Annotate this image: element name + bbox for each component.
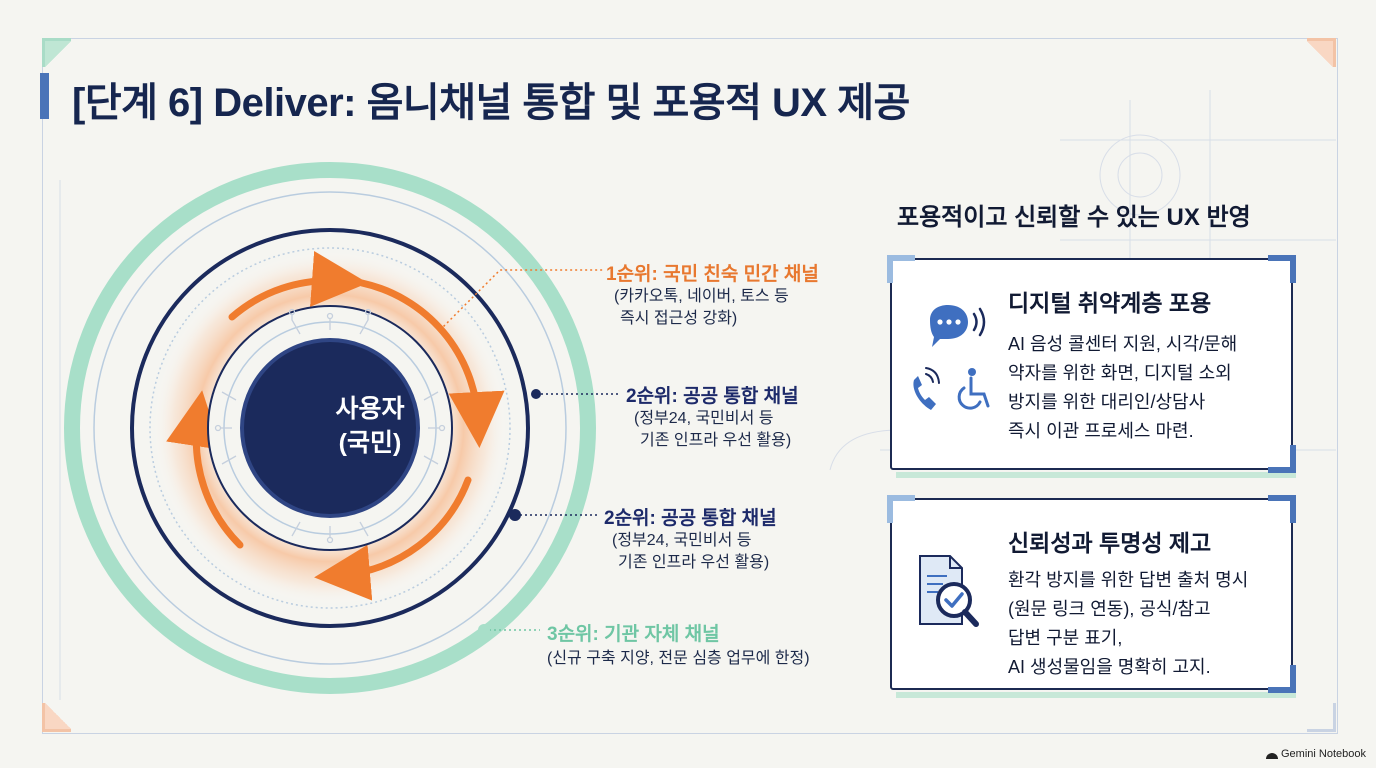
card-corner-accent xyxy=(1290,495,1296,523)
channel-label-tier1: 1순위: 국민 친숙 민간 채널 (카카오톡, 네이버, 토스 등 즉시 접근성… xyxy=(606,259,819,330)
channel-desc: (카카오톡, 네이버, 토스 등 xyxy=(614,288,789,305)
channel-label-tier2b: 2순위: 공공 통합 채널 (정부24, 국민비서 등 기존 인프라 우선 활용… xyxy=(604,503,777,574)
ring-tier3-outer xyxy=(64,162,596,694)
card-body-line: (원문 링크 연동), 공식/참고 xyxy=(1008,599,1211,619)
card-body-line: 즉시 이관 프로세스 마련. xyxy=(1008,421,1194,441)
card-corner-accent xyxy=(887,495,893,523)
card-body-line: 환각 방지를 위한 답변 출처 명시 xyxy=(1008,570,1249,590)
ring-tier3-inner-line xyxy=(93,191,567,665)
card-corner-accent xyxy=(1268,495,1296,501)
arrow-segment-right xyxy=(358,279,505,448)
chat-bubble-icon xyxy=(930,305,968,347)
card-body-line: AI 음성 콜센터 지원, 시각/문해 xyxy=(1008,334,1238,354)
card-body-line: AI 생성물임을 명확히 고지. xyxy=(1008,657,1211,677)
card-corner-accent xyxy=(1290,665,1296,693)
corner-accent-bottom-left xyxy=(42,703,71,732)
brand-watermark: Gemini Notebook xyxy=(1266,748,1366,760)
channel-title: 3순위: 기관 자체 채널 xyxy=(547,624,720,645)
arrow-segment-bottom xyxy=(314,476,472,601)
card-body: AI 음성 콜센터 지원, 시각/문해 약자를 위한 화면, 디지털 소외 방지… xyxy=(1008,330,1237,446)
card-corner-accent xyxy=(887,255,915,261)
card-corner-accent xyxy=(1268,467,1296,473)
right-panel-heading: 포용적이고 신뢰할 수 있는 UX 반영 xyxy=(897,204,1251,231)
card-corner-accent xyxy=(887,495,915,501)
channel-desc: 기존 인프라 우선 활용) xyxy=(640,432,792,449)
channel-desc: (정부24, 국민비서 등 xyxy=(612,532,752,549)
circuit-traces xyxy=(214,308,446,544)
ring-tier2-inner-line xyxy=(149,247,511,609)
channel-label-tier2a: 2순위: 공공 통합 채널 (정부24, 국민비서 등 기존 인프라 우선 활용… xyxy=(626,381,799,452)
card-title: 디지털 취약계층 포용 xyxy=(1008,290,1212,316)
wheelchair-icon xyxy=(957,368,990,410)
channel-label-tier3: 3순위: 기관 자체 채널 (신규 구축 지양, 전문 심층 업무에 한정) xyxy=(547,619,810,670)
phone-call-icon xyxy=(913,367,940,410)
card-icons xyxy=(913,305,990,410)
brand-label: Gemini Notebook xyxy=(1281,748,1366,760)
card-body: 환각 방지를 위한 답변 출처 명시 (원문 링크 연동), 공식/참고 답변 … xyxy=(1008,566,1248,682)
corner-accent-bottom-right xyxy=(1307,703,1336,732)
card-corner-accent xyxy=(1268,687,1296,693)
channel-title: 1순위: 국민 친숙 민간 채널 xyxy=(606,264,819,285)
card-corner-accent xyxy=(1268,255,1296,261)
card-shadow xyxy=(896,472,1296,478)
arrow-segment-left xyxy=(166,390,244,549)
card-body-line: 방지를 위한 대리인/상담사 xyxy=(1008,392,1206,412)
channel-title: 2순위: 공공 통합 채널 xyxy=(604,508,777,529)
center-label-line1: 사용자 xyxy=(335,395,405,423)
card-body-line: 약자를 위한 화면, 디지털 소외 xyxy=(1008,363,1232,383)
card-trust-transparency: 신뢰성과 투명성 제고 환각 방지를 위한 답변 출처 명시 (원문 링크 연동… xyxy=(887,495,1296,693)
card-corner-accent xyxy=(1290,445,1296,473)
card-digital-inclusion: 디지털 취약계층 포용 AI 음성 콜센터 지원, 시각/문해 약자를 위한 화… xyxy=(887,255,1296,473)
title-accent-bar xyxy=(40,73,49,119)
slide-frame xyxy=(42,38,1338,734)
corner-accent-top-left xyxy=(42,38,71,67)
page-title: [단계 6] Deliver: 옴니채널 통합 및 포용적 UX 제공 xyxy=(72,81,910,125)
channel-desc: 기존 인프라 우선 활용) xyxy=(618,554,770,571)
card-body-line: 답변 구분 표기, xyxy=(1008,628,1123,648)
card-corner-accent xyxy=(1290,255,1296,283)
card-shadow xyxy=(896,692,1296,698)
corner-accent-top-right xyxy=(1307,38,1336,67)
sound-waves-icon xyxy=(972,307,986,337)
channel-desc: (신규 구축 지양, 전문 심층 업무에 한정) xyxy=(547,650,810,667)
channel-title: 2순위: 공공 통합 채널 xyxy=(626,386,799,407)
arrow-segment-top xyxy=(228,251,368,321)
card-title: 신뢰성과 투명성 제고 xyxy=(1008,530,1212,556)
card-corner-accent xyxy=(887,255,893,283)
channel-desc: 즉시 접근성 강화) xyxy=(620,310,738,327)
center-label-line2: (국민) xyxy=(338,429,402,457)
channel-desc: (정부24, 국민비서 등 xyxy=(634,410,774,427)
ring-tier2 xyxy=(130,228,530,628)
center-user-circle xyxy=(240,338,420,518)
card-icons xyxy=(919,555,979,627)
brand-logo-icon xyxy=(1266,753,1278,759)
center-user-label: 사용자 (국민) xyxy=(275,331,465,521)
document-search-icon xyxy=(919,555,979,627)
